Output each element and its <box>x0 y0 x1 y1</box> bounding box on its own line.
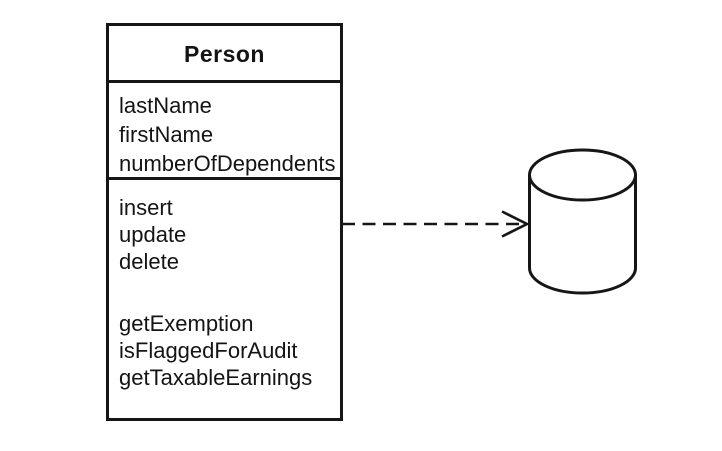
class-box-person: Person lastName firstName numberOfDependen… <box>106 23 343 421</box>
attribute-item: firstName <box>119 122 214 147</box>
database-cylinder-icon <box>528 148 637 295</box>
operation-item: delete <box>119 249 179 274</box>
dashed-dependency-arrow <box>342 210 530 238</box>
class-title: Person <box>109 26 340 83</box>
class-attributes-compartment: lastName firstName numberOfDependents <box>109 83 340 180</box>
attribute-item: lastName <box>119 93 212 118</box>
operation-item: getExemption <box>119 311 254 336</box>
operation-item: isFlaggedForAudit <box>119 338 298 363</box>
cylinder-top <box>528 148 637 202</box>
open-arrowhead-icon <box>501 210 530 238</box>
operation-item: insert <box>119 195 173 220</box>
attribute-item: numberOfDependents <box>119 151 336 176</box>
cylinder-body <box>528 175 637 295</box>
operation-item: update <box>119 222 187 247</box>
operation-item: getTaxableEarnings <box>119 365 313 390</box>
